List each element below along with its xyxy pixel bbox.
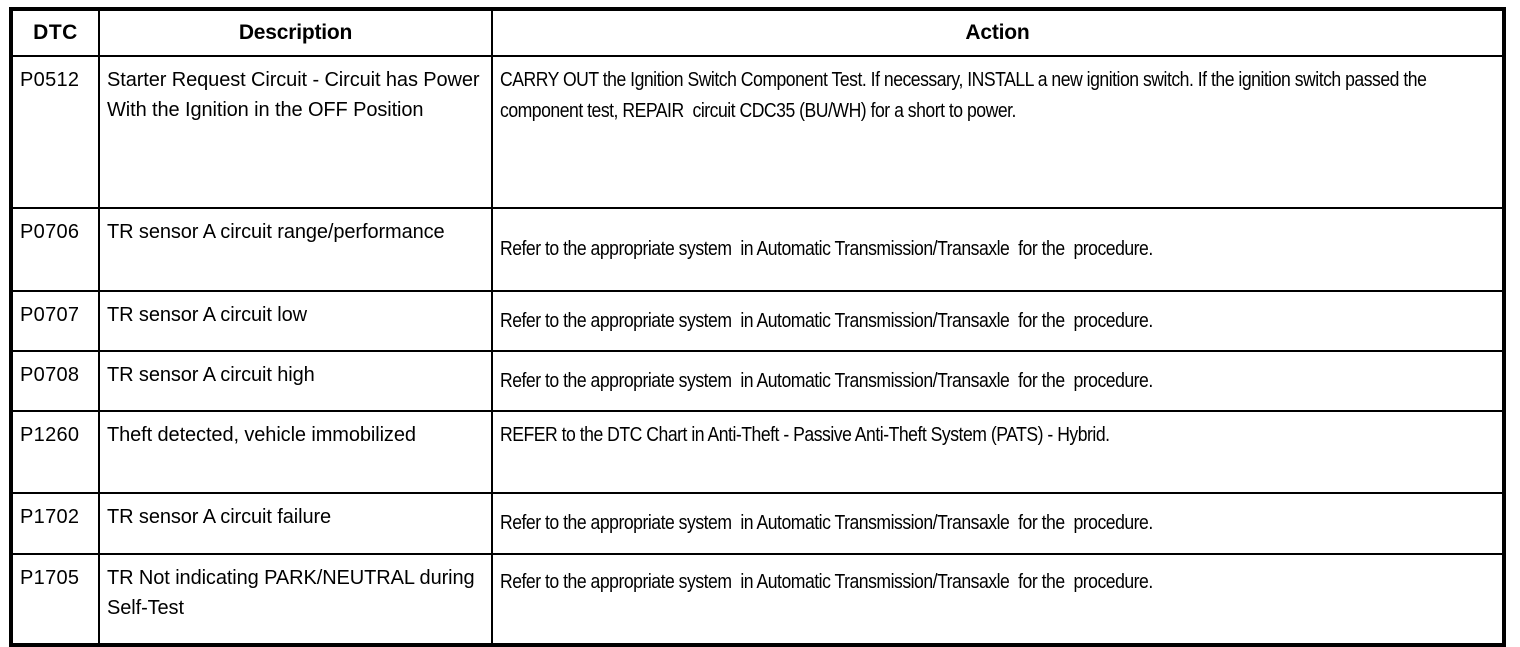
cell-description: TR Not indicating PARK/NEUTRAL during Se… <box>98 553 493 646</box>
column-header-dtc: DTC <box>10 8 100 57</box>
cell-action: CARRY OUT the Ignition Switch Component … <box>491 55 1505 209</box>
cell-dtc: P0512 <box>10 55 100 209</box>
table-row: P1260 Theft detected, vehicle immobilize… <box>10 410 1505 494</box>
table-row: P0512 Starter Request Circuit - Circuit … <box>10 55 1505 209</box>
header-row: DTC Description Action <box>10 8 1505 57</box>
table-row: P0707 TR sensor A circuit low Refer to t… <box>10 290 1505 352</box>
action-text: Refer to the appropriate system in Autom… <box>500 238 1153 260</box>
cell-description: TR sensor A circuit failure <box>98 492 493 555</box>
cell-description: TR sensor A circuit high <box>98 350 493 412</box>
cell-action: Refer to the appropriate system in Autom… <box>491 492 1505 555</box>
cell-action: Refer to the appropriate system in Autom… <box>491 350 1505 412</box>
table-row: P0708 TR sensor A circuit high Refer to … <box>10 350 1505 412</box>
table-row: P0706 TR sensor A circuit range/performa… <box>10 207 1505 292</box>
action-text: Refer to the appropriate system in Autom… <box>500 309 1153 332</box>
cell-dtc: P1705 <box>10 553 100 646</box>
cell-description: TR sensor A circuit low <box>98 290 493 352</box>
table-body: P0512 Starter Request Circuit - Circuit … <box>10 55 1505 646</box>
column-header-action: Action <box>491 8 1505 57</box>
document-page: DTC Description Action P0512 Starter Req… <box>9 7 1506 647</box>
cell-dtc: P0706 <box>10 207 100 292</box>
action-text: Refer to the appropriate system in Autom… <box>500 571 1153 593</box>
action-text: REFER to the DTC Chart in Anti-Theft - P… <box>500 424 1110 446</box>
table-row: P1702 TR sensor A circuit failure Refer … <box>10 492 1505 555</box>
cell-action: Refer to the appropriate system in Autom… <box>491 553 1505 646</box>
action-text: CARRY OUT the Ignition Switch Component … <box>500 69 1431 122</box>
column-header-description: Description <box>98 8 493 57</box>
cell-description: TR sensor A circuit range/performance <box>98 207 493 292</box>
cell-description: Starter Request Circuit - Circuit has Po… <box>98 55 493 209</box>
cell-dtc: P0708 <box>10 350 100 412</box>
table-row: P1705 TR Not indicating PARK/NEUTRAL dur… <box>10 553 1505 646</box>
cell-dtc: P1260 <box>10 410 100 494</box>
cell-action: REFER to the DTC Chart in Anti-Theft - P… <box>491 410 1505 494</box>
table-header: DTC Description Action <box>10 8 1505 57</box>
action-text: Refer to the appropriate system in Autom… <box>500 512 1153 534</box>
cell-action: Refer to the appropriate system in Autom… <box>491 290 1505 352</box>
cell-dtc: P0707 <box>10 290 100 352</box>
cell-action: Refer to the appropriate system in Autom… <box>491 207 1505 292</box>
cell-description: Theft detected, vehicle immobilized <box>98 410 493 494</box>
cell-dtc: P1702 <box>10 492 100 555</box>
dtc-chart-table: DTC Description Action P0512 Starter Req… <box>9 7 1506 647</box>
action-text: Refer to the appropriate system in Autom… <box>500 369 1153 392</box>
